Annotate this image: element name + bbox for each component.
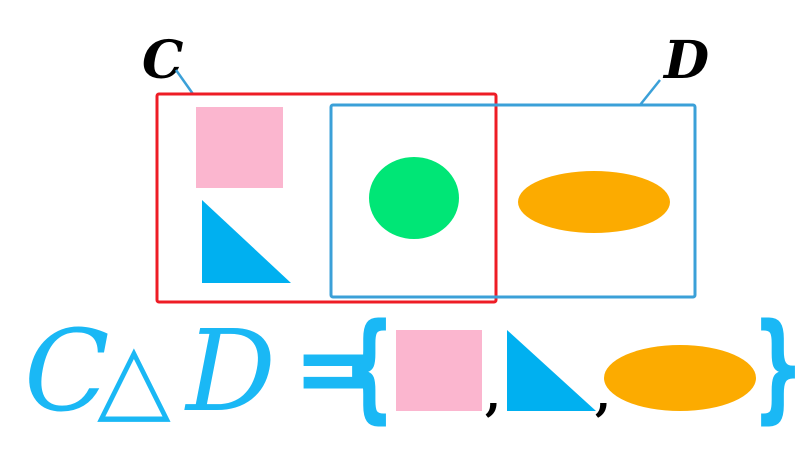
formula-triangle-element bbox=[507, 330, 596, 411]
formula-ellipse-element bbox=[604, 345, 756, 411]
set-d-leader-line bbox=[639, 79, 661, 106]
ellipse-element bbox=[518, 171, 670, 233]
formula-open-brace: { bbox=[343, 299, 395, 436]
formula-left-set: C bbox=[24, 307, 110, 437]
set-d-label: D bbox=[662, 30, 709, 91]
formula-operator: △ bbox=[97, 321, 171, 433]
set-d-box bbox=[329, 103, 697, 299]
formula-close-brace: } bbox=[752, 299, 800, 436]
set-c-box bbox=[155, 92, 498, 304]
formula-equals: = bbox=[293, 310, 377, 427]
formula-square-element bbox=[396, 330, 482, 411]
formula-right-set: D bbox=[184, 307, 276, 437]
circle-element bbox=[369, 157, 459, 239]
set-c-label: C bbox=[142, 30, 183, 91]
set-c-leader-line bbox=[174, 69, 195, 95]
square-element bbox=[196, 107, 283, 188]
formula-comma-1: , bbox=[485, 367, 501, 421]
triangle-element bbox=[202, 200, 291, 283]
